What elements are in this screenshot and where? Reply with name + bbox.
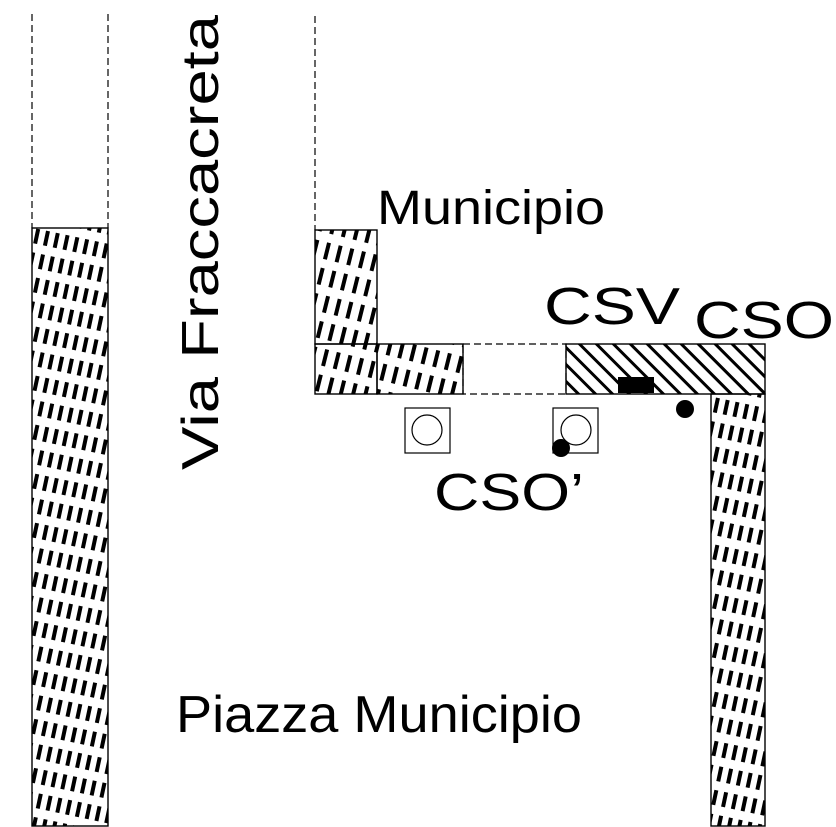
municipio-building (314, 16, 567, 395)
csv-wall-section (565, 343, 766, 395)
left-street-wall (31, 14, 109, 827)
cso-prime-sensor-dot (552, 439, 570, 457)
cso-prime-label: CSO’ (434, 464, 584, 522)
csv-sensor-marker (618, 377, 654, 393)
right-street-wall (710, 393, 766, 827)
cso-label: CSO (694, 292, 834, 350)
street-label: Via Fraccacreta (172, 15, 230, 470)
cso-sensor-dot (676, 400, 694, 418)
pillar-marker-left (404, 407, 451, 454)
csv-label: CSV (544, 278, 680, 336)
building-label: Municipio (377, 182, 605, 235)
square-label: Piazza Municipio (176, 686, 582, 744)
